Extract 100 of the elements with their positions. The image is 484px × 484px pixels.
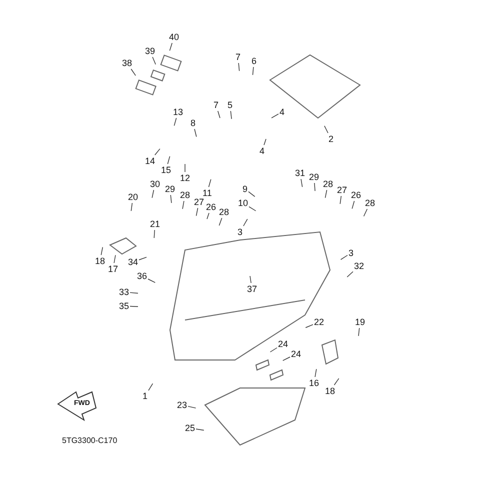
leader-line	[340, 196, 342, 204]
leader-line	[196, 428, 204, 431]
leader-line	[324, 126, 328, 134]
callout-number: 15	[161, 165, 172, 175]
callout-number: 24	[291, 349, 302, 359]
callout-number: 32	[354, 261, 364, 271]
callout-number: 25	[185, 423, 196, 433]
callout-number: 22	[314, 317, 324, 327]
callout-number: 20	[128, 192, 138, 202]
leader-line	[152, 56, 156, 65]
callout-number: 26	[206, 202, 216, 212]
callout-number: 2	[328, 134, 334, 144]
leader-line	[196, 208, 198, 216]
leader-line	[248, 191, 256, 197]
leader-line	[264, 138, 266, 146]
callout-number: 10	[238, 198, 248, 208]
leader-line	[243, 218, 248, 226]
leader-line	[169, 42, 172, 51]
callout-number: 18	[325, 386, 336, 396]
callout-number: 27	[337, 185, 348, 195]
leader-line	[340, 254, 348, 260]
leader-line	[148, 383, 154, 391]
leader-line	[218, 218, 222, 226]
leader-line	[363, 208, 368, 217]
callout-number: 28	[219, 207, 230, 217]
callout-number: 18	[95, 256, 106, 266]
leader-line	[138, 256, 147, 260]
leader-line	[167, 156, 170, 164]
leader-line	[208, 178, 212, 188]
leader-line	[154, 230, 155, 238]
leader-line	[250, 276, 252, 284]
leader-line	[230, 110, 232, 120]
leader-line	[114, 254, 116, 264]
callout-number: 26	[351, 190, 362, 200]
leader-line	[271, 114, 279, 118]
leader-line	[334, 378, 340, 386]
leader-line	[358, 328, 360, 336]
callout-number: 17	[108, 264, 118, 274]
leader-line	[300, 178, 303, 188]
leader-line	[194, 128, 197, 138]
leader-line	[324, 190, 328, 198]
leader-line	[130, 202, 133, 212]
callout-number: 29	[165, 184, 176, 194]
callout-number: 19	[355, 317, 366, 327]
callout-number: 30	[150, 179, 160, 189]
leader-line	[282, 356, 290, 361]
callout-number: 27	[194, 197, 204, 207]
callout-number: 13	[173, 107, 184, 117]
callout-number: 23	[177, 400, 188, 410]
leader-line	[130, 292, 138, 294]
leader-line	[252, 66, 254, 76]
callout-number: 35	[119, 301, 130, 311]
callout-number: 28	[323, 179, 334, 189]
callout-number: 28	[365, 198, 376, 208]
callout-number: 29	[309, 172, 320, 182]
leader-line	[218, 110, 220, 118]
callout-number: 40	[169, 32, 180, 42]
callout-number: 1	[142, 391, 148, 401]
leader-line	[346, 271, 354, 278]
leader-line	[152, 190, 154, 198]
callout-number: 37	[247, 284, 258, 294]
callout-number: 11	[202, 188, 212, 198]
callout-number: 9	[242, 184, 248, 194]
callout-number: 5	[228, 100, 233, 110]
leader-line	[182, 200, 184, 210]
leader-line	[314, 182, 316, 192]
callout-number: 16	[309, 378, 320, 388]
leader-line	[206, 212, 210, 220]
leader-line	[188, 406, 196, 408]
leader-line	[130, 306, 138, 307]
leader-line	[148, 278, 156, 283]
leader-line	[174, 118, 177, 126]
callout-number: 3	[238, 227, 243, 237]
callout-number: 36	[137, 271, 148, 281]
callout-number: 24	[278, 339, 288, 349]
callout-number: 34	[128, 257, 138, 267]
callout-number: 4	[280, 107, 285, 117]
leader-line	[184, 164, 186, 172]
callout-number: 7	[214, 100, 219, 110]
callout-number: 31	[295, 168, 306, 178]
leader-line	[248, 206, 256, 212]
callout-number: 14	[145, 156, 156, 166]
callout-number: 4	[260, 146, 265, 156]
leader-line	[305, 324, 314, 328]
callout-number: 6	[252, 56, 257, 66]
leader-line	[238, 62, 240, 72]
callout-number: 33	[119, 287, 130, 297]
callout-number: 3	[348, 248, 354, 258]
leader-line	[270, 347, 278, 352]
callout-number: 38	[122, 58, 132, 68]
callout-number: 28	[180, 190, 190, 200]
leader-line	[130, 68, 136, 76]
callout-number: 7	[236, 52, 241, 62]
leader-line	[170, 194, 172, 204]
callout-number: 8	[190, 118, 196, 128]
callout-number: 21	[150, 219, 160, 229]
leader-line	[314, 368, 317, 378]
drawing-code: 5TG3300-C170	[62, 436, 118, 445]
leader-line	[154, 148, 160, 156]
callout-number: 39	[145, 46, 156, 56]
